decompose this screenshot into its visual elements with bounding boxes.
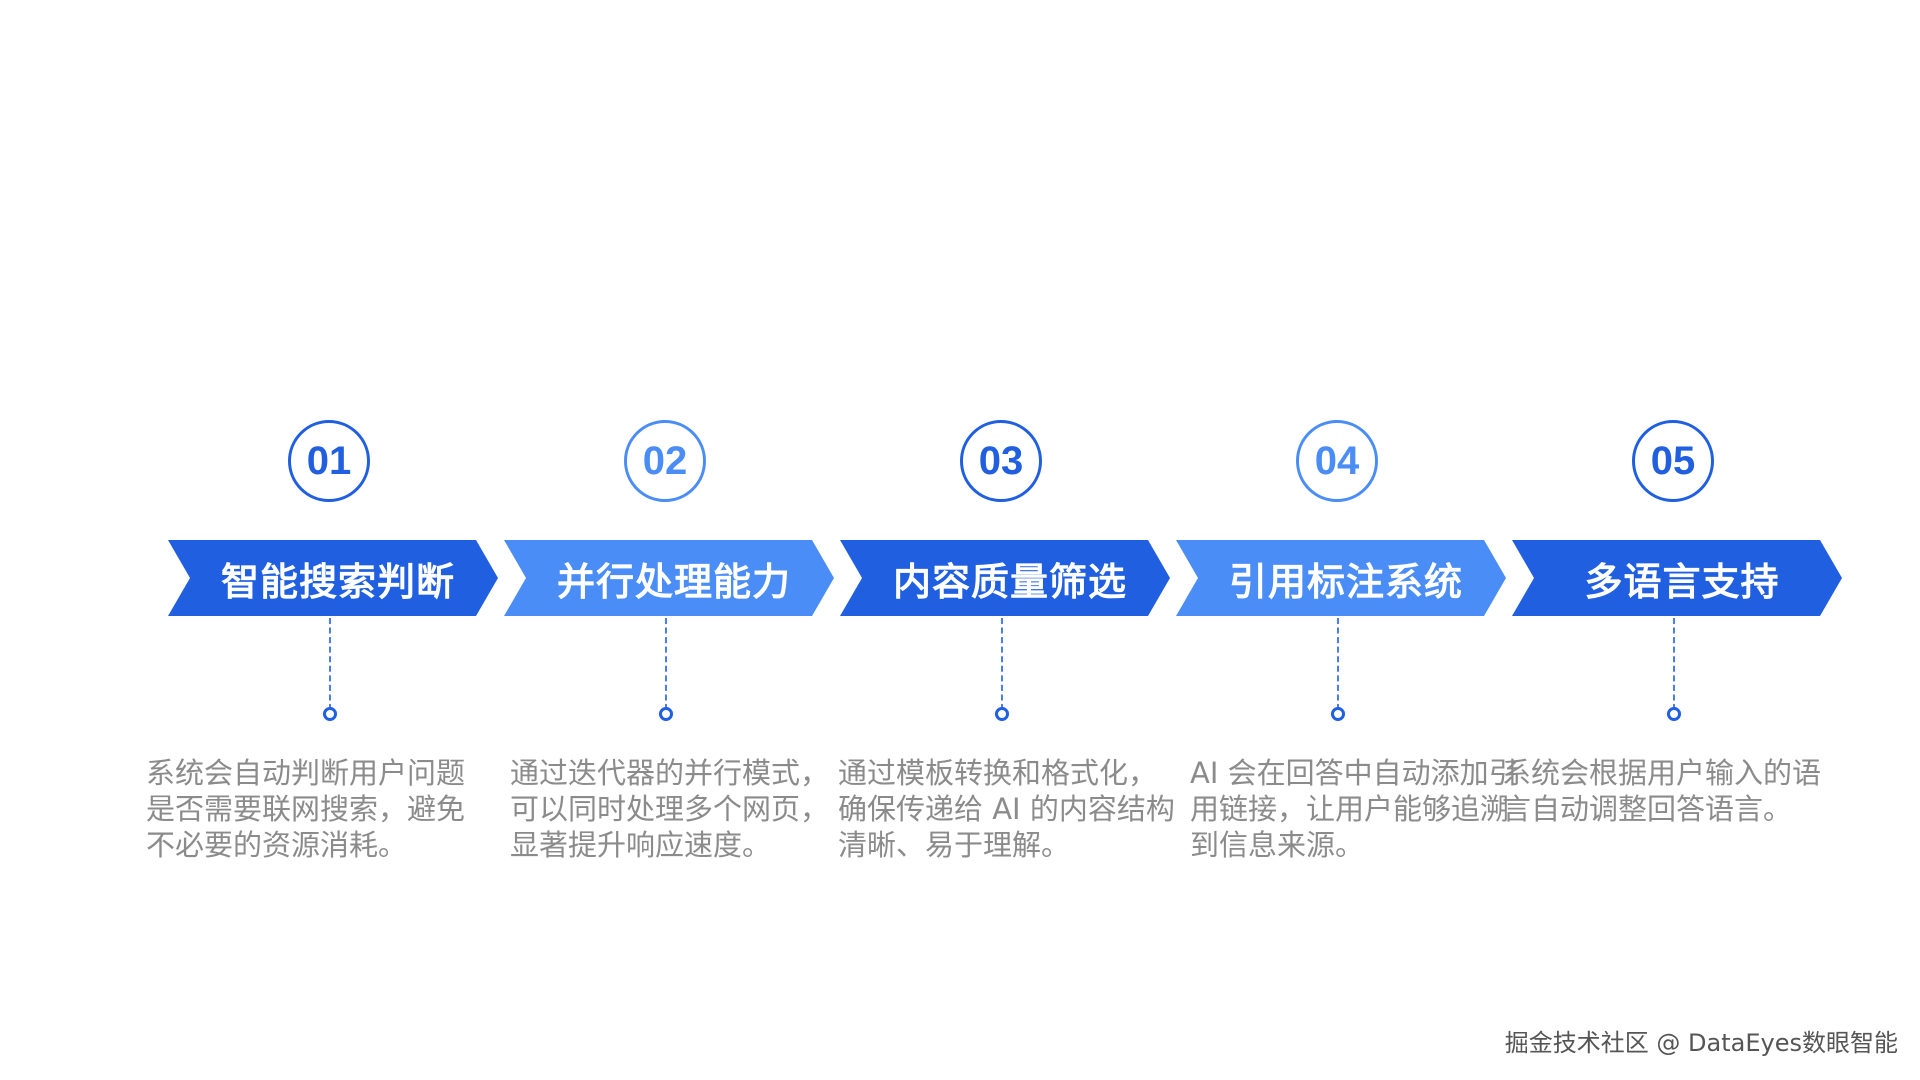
chevron-arrow-shape [840, 540, 1170, 616]
connector-dot [323, 707, 337, 721]
step-title-arrow: 智能搜索判断 [168, 540, 498, 616]
step-title: 并行处理能力 [556, 559, 791, 604]
step-number-badge: 02 [624, 420, 706, 502]
dashed-connector [329, 618, 331, 710]
step-number-badge: 05 [1632, 420, 1714, 502]
connector-dot [1667, 707, 1681, 721]
step-number-badge: 01 [288, 420, 370, 502]
step-number-badge: 03 [960, 420, 1042, 502]
step-title: 多语言支持 [1584, 559, 1780, 604]
step-5: 05 多语言支持 系统会根据用户输入的语言自动调整回答语言。 [1502, 0, 1844, 1080]
step-description: AI 会在回答中自动添加引用链接，让用户能够追溯到信息来源。 [1190, 756, 1518, 862]
step-description: 通过迭代器的并行模式，可以同时处理多个网页，显著提升响应速度。 [510, 756, 830, 862]
connector-dot [1331, 707, 1345, 721]
step-title: 引用标注系统 [1228, 559, 1463, 604]
dashed-connector [665, 618, 667, 710]
step-1: 01 智能搜索判断 系统会自动判断用户问题是否需要联网搜索，避免不必要的资源消耗… [146, 0, 500, 1080]
chevron-arrow-shape [1176, 540, 1506, 616]
step-description: 通过模板转换和格式化，确保传递给 AI 的内容结构清晰、易于理解。 [838, 756, 1175, 862]
step-4: 04 引用标注系统 AI 会在回答中自动添加引用链接，让用户能够追溯到信息来源。 [1168, 0, 1518, 1080]
chevron-arrow-shape [504, 540, 834, 616]
step-title-arrow: 多语言支持 [1512, 540, 1842, 616]
step-title: 内容质量筛选 [892, 559, 1127, 604]
chevron-arrow-shape [168, 540, 498, 616]
dashed-connector [1337, 618, 1339, 710]
step-title-arrow: 内容质量筛选 [840, 540, 1170, 616]
watermark: 掘金技术社区 @ DataEyes数眼智能 [1504, 1029, 1898, 1057]
step-title: 智能搜索判断 [220, 559, 455, 604]
step-3: 03 内容质量筛选 通过模板转换和格式化，确保传递给 AI 的内容结构清晰、易于… [832, 0, 1175, 1080]
step-description: 系统会根据用户输入的语言自动调整回答语言。 [1502, 756, 1822, 826]
dashed-connector [1001, 618, 1003, 710]
connector-dot [659, 707, 673, 721]
step-2: 02 并行处理能力 通过迭代器的并行模式，可以同时处理多个网页，显著提升响应速度… [496, 0, 836, 1080]
chevron-arrow-shape [1512, 540, 1842, 616]
step-title-arrow: 并行处理能力 [504, 540, 834, 616]
step-description: 系统会自动判断用户问题是否需要联网搜索，避免不必要的资源消耗。 [146, 756, 466, 862]
step-title-arrow: 引用标注系统 [1176, 540, 1506, 616]
connector-dot [995, 707, 1009, 721]
dashed-connector [1673, 618, 1675, 710]
step-number-badge: 04 [1296, 420, 1378, 502]
